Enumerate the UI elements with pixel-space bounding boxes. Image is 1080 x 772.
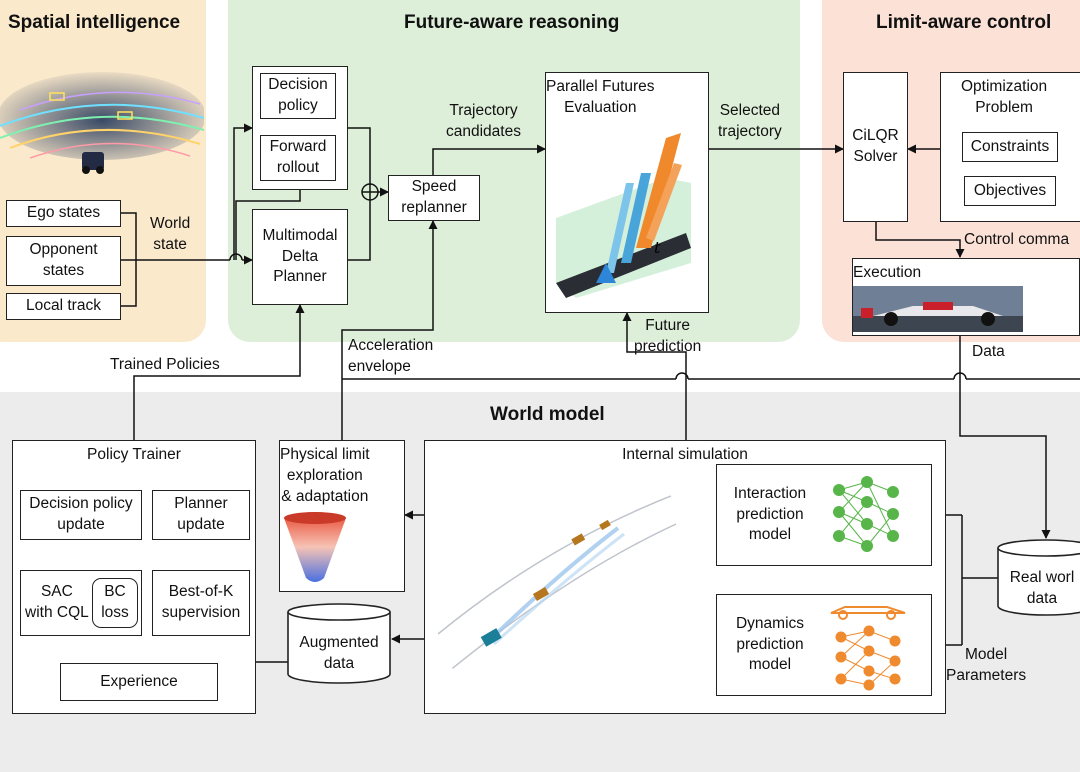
- physical-limit-box: Physical limit exploration & adaptation: [279, 440, 405, 592]
- interaction-prediction-model-box: Interaction prediction model: [716, 464, 932, 566]
- dynamics-prediction-model-box: Dynamics prediction model: [716, 594, 932, 696]
- world-model-title: World model: [490, 404, 605, 425]
- acceleration-envelope-label: Acceleration envelope: [348, 337, 434, 375]
- best-of-k-box: Best-of-K supervision: [152, 570, 250, 636]
- futures-evaluation-plot: t: [556, 132, 691, 298]
- physical-limit-label: Physical limit exploration & adaptation: [280, 446, 370, 505]
- selected-trajectory-label: Selected trajectory: [718, 102, 782, 140]
- model-parameters-label: Model Parameters: [946, 646, 1027, 684]
- sac-cql-label: SAC with CQL: [25, 583, 89, 621]
- augmented-data-cylinder: [287, 603, 391, 684]
- trajectory-candidates-label: Trajectory candidates: [446, 102, 521, 140]
- bc-loss-box: BC loss: [92, 578, 138, 628]
- planner-update-box: Planner update: [152, 490, 250, 540]
- future-aware-reasoning-title: Future-aware reasoning: [404, 12, 620, 33]
- execution-box: Execution: [852, 258, 1080, 336]
- spatial-intelligence-title: Spatial intelligence: [8, 12, 181, 33]
- limit-aware-control-title: Limit-aware control: [876, 12, 1052, 33]
- forward-rollout-box: Forward rollout: [260, 135, 336, 181]
- time-axis-label: t: [654, 238, 661, 257]
- race-car-photo: [853, 285, 1023, 332]
- gg-diagram-surface: [284, 511, 346, 582]
- simulation-track-image: [438, 484, 676, 672]
- world-state-label: World state: [150, 215, 191, 253]
- local-track-box: Local track: [6, 293, 121, 320]
- trained-policies-label: Trained Policies: [110, 356, 220, 373]
- multimodal-delta-planner-box: Multimodal Delta Planner: [252, 209, 348, 305]
- experience-box: Experience: [60, 663, 218, 701]
- speed-replanner-box: Speed replanner: [388, 175, 480, 221]
- interaction-prediction-model-label: Interaction prediction model: [733, 484, 807, 544]
- connector-wires: [77, 118, 1080, 686]
- decision-policy-box: Decision policy: [260, 73, 336, 119]
- decision-policy-update-box: Decision policy update: [20, 490, 142, 540]
- parallel-futures-evaluation-label: Parallel Futures Evaluation: [546, 78, 655, 116]
- ego-states-box: Ego states: [6, 200, 121, 227]
- constraints-box: Constraints: [962, 132, 1058, 162]
- objectives-box: Objectives: [964, 176, 1056, 206]
- execution-label: Execution: [853, 264, 922, 281]
- orange-neural-network-icon: [830, 606, 906, 691]
- data-label: Data: [972, 343, 1005, 360]
- real-world-data-label: Real worl data: [1009, 569, 1075, 607]
- future-prediction-label: Future prediction: [634, 317, 702, 355]
- real-world-data-cylinder: [997, 539, 1080, 616]
- race-car-icon: [830, 606, 906, 620]
- green-neural-network-icon: [833, 476, 899, 552]
- dynamics-prediction-model-label: Dynamics prediction model: [735, 614, 805, 674]
- track-perception-image: [0, 48, 204, 178]
- cilqr-solver-box: CiLQR Solver: [843, 72, 908, 222]
- opponent-states-box: Opponent states: [6, 236, 121, 286]
- control-command-label: Control comma: [964, 231, 1070, 248]
- augmented-data-label: Augmented data: [299, 634, 379, 672]
- parallel-futures-evaluation-box: Parallel Futures Evaluation t: [545, 72, 709, 313]
